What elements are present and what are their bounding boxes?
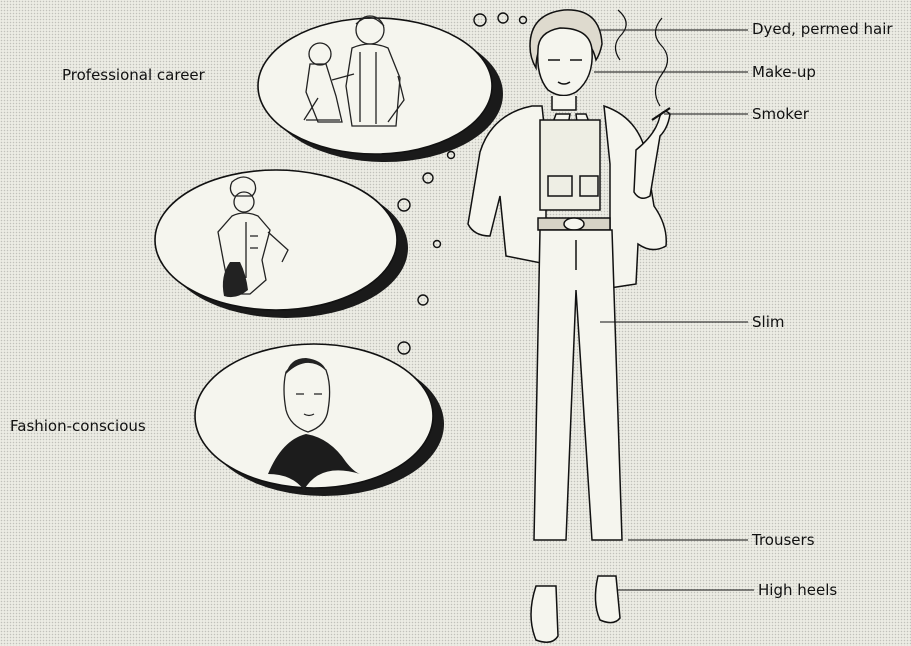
- label-smoker: Smoker: [752, 105, 809, 123]
- label-dyed-permed-hair: Dyed, permed hair: [752, 20, 893, 38]
- thought-bubble-portrait: [195, 344, 444, 496]
- label-fashion-conscious: Fashion-conscious: [10, 417, 146, 435]
- label-trousers: Trousers: [752, 531, 815, 549]
- label-slim: Slim: [752, 313, 784, 331]
- thought-bubble-career: [258, 16, 503, 162]
- label-make-up: Make-up: [752, 63, 816, 81]
- label-professional-career: Professional career: [62, 66, 205, 84]
- label-high-heels: High heels: [758, 581, 837, 599]
- thought-bubble-fashion-outfit: [155, 170, 408, 318]
